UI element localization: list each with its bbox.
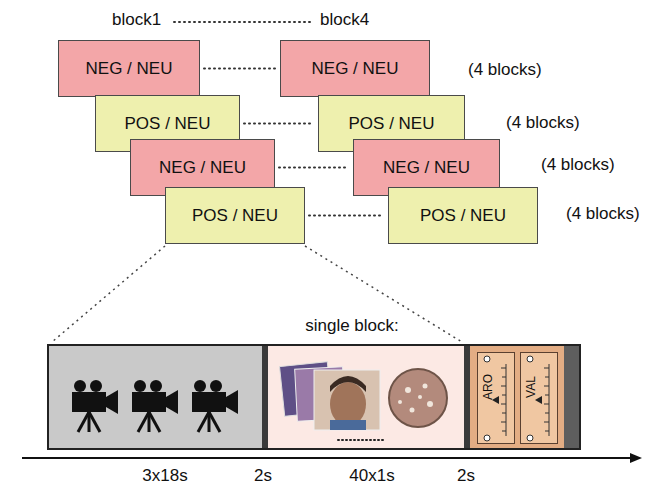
camera-icon bbox=[72, 380, 118, 432]
condition-label: POS / NEU bbox=[192, 206, 278, 226]
text-label: 40x1s bbox=[349, 466, 394, 486]
scale-label: ARO bbox=[481, 374, 495, 400]
dotted-connector bbox=[279, 167, 349, 169]
image-segment bbox=[268, 346, 464, 448]
text-label: block4 bbox=[320, 10, 369, 30]
block-box: POS / NEU bbox=[165, 187, 305, 244]
text-label: (4 blocks) bbox=[468, 60, 542, 80]
camera-icon bbox=[192, 380, 238, 432]
zoom-line bbox=[305, 246, 462, 342]
condition-label: POS / NEU bbox=[349, 114, 435, 134]
text-label: 2s bbox=[254, 466, 272, 486]
condition-label: POS / NEU bbox=[420, 206, 506, 226]
camera-icon bbox=[132, 380, 178, 432]
video-segment bbox=[49, 346, 262, 448]
text-label: 2s bbox=[457, 466, 475, 486]
picture-stack bbox=[280, 362, 447, 440]
condition-label: NEG / NEU bbox=[86, 59, 173, 79]
scale-label: VAL bbox=[524, 376, 538, 398]
end-bar bbox=[564, 346, 579, 448]
dotted-connector bbox=[204, 68, 276, 70]
block-box: NEG / NEU bbox=[280, 40, 430, 97]
gap-bar bbox=[464, 346, 470, 448]
text-label: (4 blocks) bbox=[566, 204, 640, 224]
camera-icons bbox=[72, 380, 238, 432]
condition-label: NEG / NEU bbox=[383, 158, 470, 178]
text-label: 3x18s bbox=[142, 466, 187, 486]
gap-bar bbox=[262, 346, 268, 448]
dotted-connector bbox=[244, 123, 314, 125]
rating-scale: ARO bbox=[477, 352, 515, 444]
block-box: NEG / NEU bbox=[58, 40, 200, 97]
condition-label: NEG / NEU bbox=[312, 59, 399, 79]
zoom-line bbox=[52, 246, 165, 342]
rating-scales bbox=[477, 352, 558, 444]
axis-arrowhead bbox=[630, 453, 642, 463]
text-label: (4 blocks) bbox=[541, 155, 615, 175]
time-axis bbox=[22, 457, 632, 459]
text-label: (4 blocks) bbox=[506, 113, 580, 133]
rating-scale: VAL bbox=[520, 352, 558, 444]
condition-label: NEG / NEU bbox=[159, 158, 246, 178]
text-label: single block: bbox=[305, 316, 399, 336]
rating-segment bbox=[470, 346, 564, 448]
text-label: block1 bbox=[112, 10, 161, 30]
timeline-frame bbox=[48, 345, 580, 449]
block-box: POS / NEU bbox=[388, 187, 538, 244]
dotted-connector bbox=[309, 215, 384, 217]
dotted-line bbox=[174, 21, 314, 23]
condition-label: POS / NEU bbox=[125, 114, 211, 134]
